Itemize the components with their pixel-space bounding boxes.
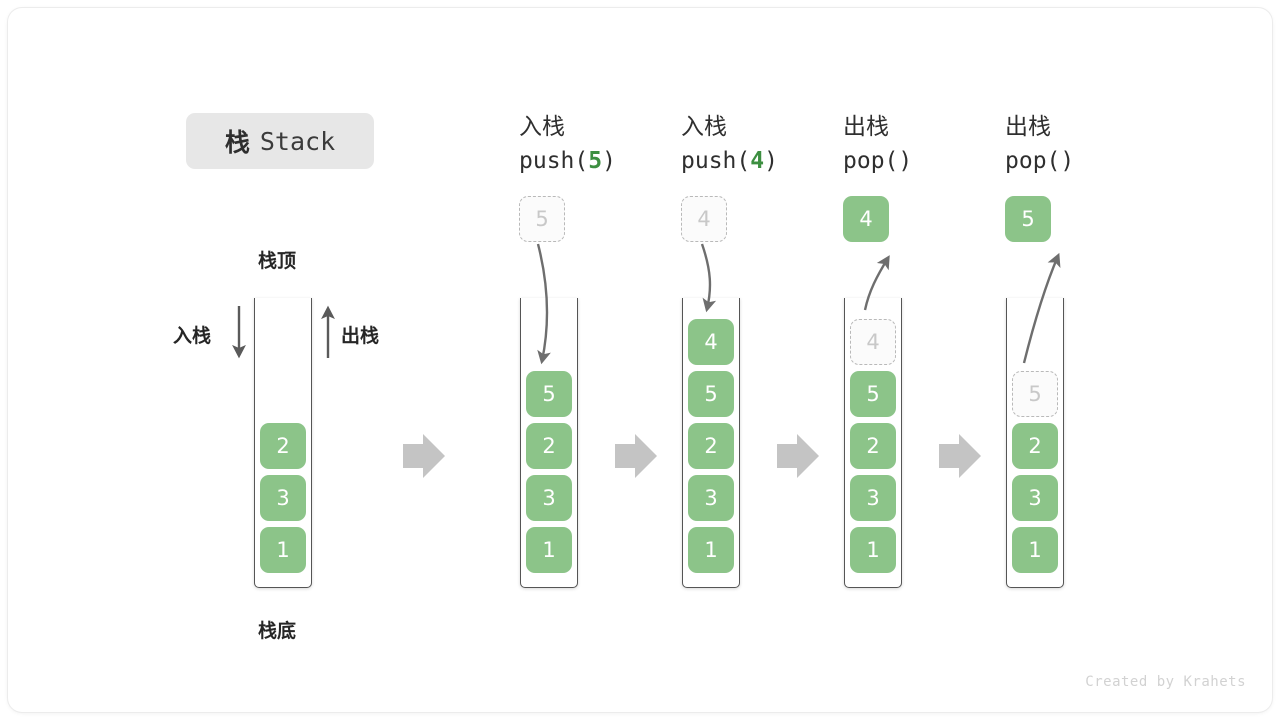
stack-cell: 1 (260, 527, 306, 573)
stack-cell: 1 (688, 527, 734, 573)
step-arrow (777, 434, 819, 478)
heading-code-pop-2: pop() (1005, 148, 1075, 175)
label-stack-bottom: 栈底 (258, 620, 297, 642)
stack-cell: 1 (526, 527, 572, 573)
heading-cn-push-4: 入栈 (681, 114, 727, 140)
stack-cell: 3 (688, 475, 734, 521)
floating-ghost-element: 5 (519, 196, 565, 242)
column-heading-push-4: 入栈 push(4) (681, 112, 778, 177)
stack-cell: 1 (850, 527, 896, 573)
code-close: ) (764, 148, 778, 175)
column-heading-pop-2: 出栈 pop() (1005, 112, 1074, 177)
stack-cell: 1 (1012, 527, 1058, 573)
stack-cell-ghost: 5 (1012, 371, 1058, 417)
heading-code-pop-1: pop() (843, 148, 913, 175)
diagram-stage: 栈 Stack 入栈 push(5) 入栈 push(4) 出栈 pop() 出… (8, 8, 1272, 712)
code-close: ) (602, 148, 616, 175)
diagram-title: 栈 Stack (186, 113, 374, 169)
column-heading-push-5: 入栈 push(5) (519, 112, 616, 177)
stack-cell: 2 (1012, 423, 1058, 469)
popped-element: 4 (843, 196, 889, 242)
stack-cell: 3 (1012, 475, 1058, 521)
stack-cell: 5 (688, 371, 734, 417)
stack-cell: 3 (260, 475, 306, 521)
step-arrow (939, 434, 981, 478)
column-heading-pop-1: 出栈 pop() (843, 112, 912, 177)
step-arrow (403, 434, 445, 478)
stack-cell-ghost: 4 (850, 319, 896, 365)
stack-cell: 3 (526, 475, 572, 521)
footer-credit: Created by Krahets (1085, 674, 1246, 690)
step-arrow (615, 434, 657, 478)
heading-cn-pop-1: 出栈 (843, 114, 889, 140)
stack-cell: 3 (850, 475, 896, 521)
stack-cell: 5 (526, 371, 572, 417)
code-op: push( (519, 148, 589, 175)
stack-cell: 4 (688, 319, 734, 365)
heading-cn-pop-2: 出栈 (1005, 114, 1051, 140)
title-cn: 栈 (224, 128, 250, 157)
label-push-initial: 入栈 (173, 325, 212, 347)
stack-cell: 2 (850, 423, 896, 469)
popped-element: 5 (1005, 196, 1051, 242)
code-arg: 5 (588, 148, 603, 175)
heading-code-push-5: push(5) (519, 146, 616, 176)
heading-cn-push-5: 入栈 (519, 114, 565, 140)
heading-code-push-4: push(4) (681, 146, 778, 176)
label-stack-top: 栈顶 (258, 250, 297, 272)
stack-cell: 2 (260, 423, 306, 469)
code-op: push( (681, 148, 751, 175)
title-en: Stack (259, 126, 336, 156)
floating-ghost-element: 4 (681, 196, 727, 242)
diagram-card: 栈 Stack 入栈 push(5) 入栈 push(4) 出栈 pop() 出… (8, 8, 1272, 712)
stack-cell: 2 (526, 423, 572, 469)
label-pop-initial: 出栈 (341, 325, 380, 347)
stack-cell: 5 (850, 371, 896, 417)
code-arg: 4 (750, 148, 765, 175)
stack-cell: 2 (688, 423, 734, 469)
